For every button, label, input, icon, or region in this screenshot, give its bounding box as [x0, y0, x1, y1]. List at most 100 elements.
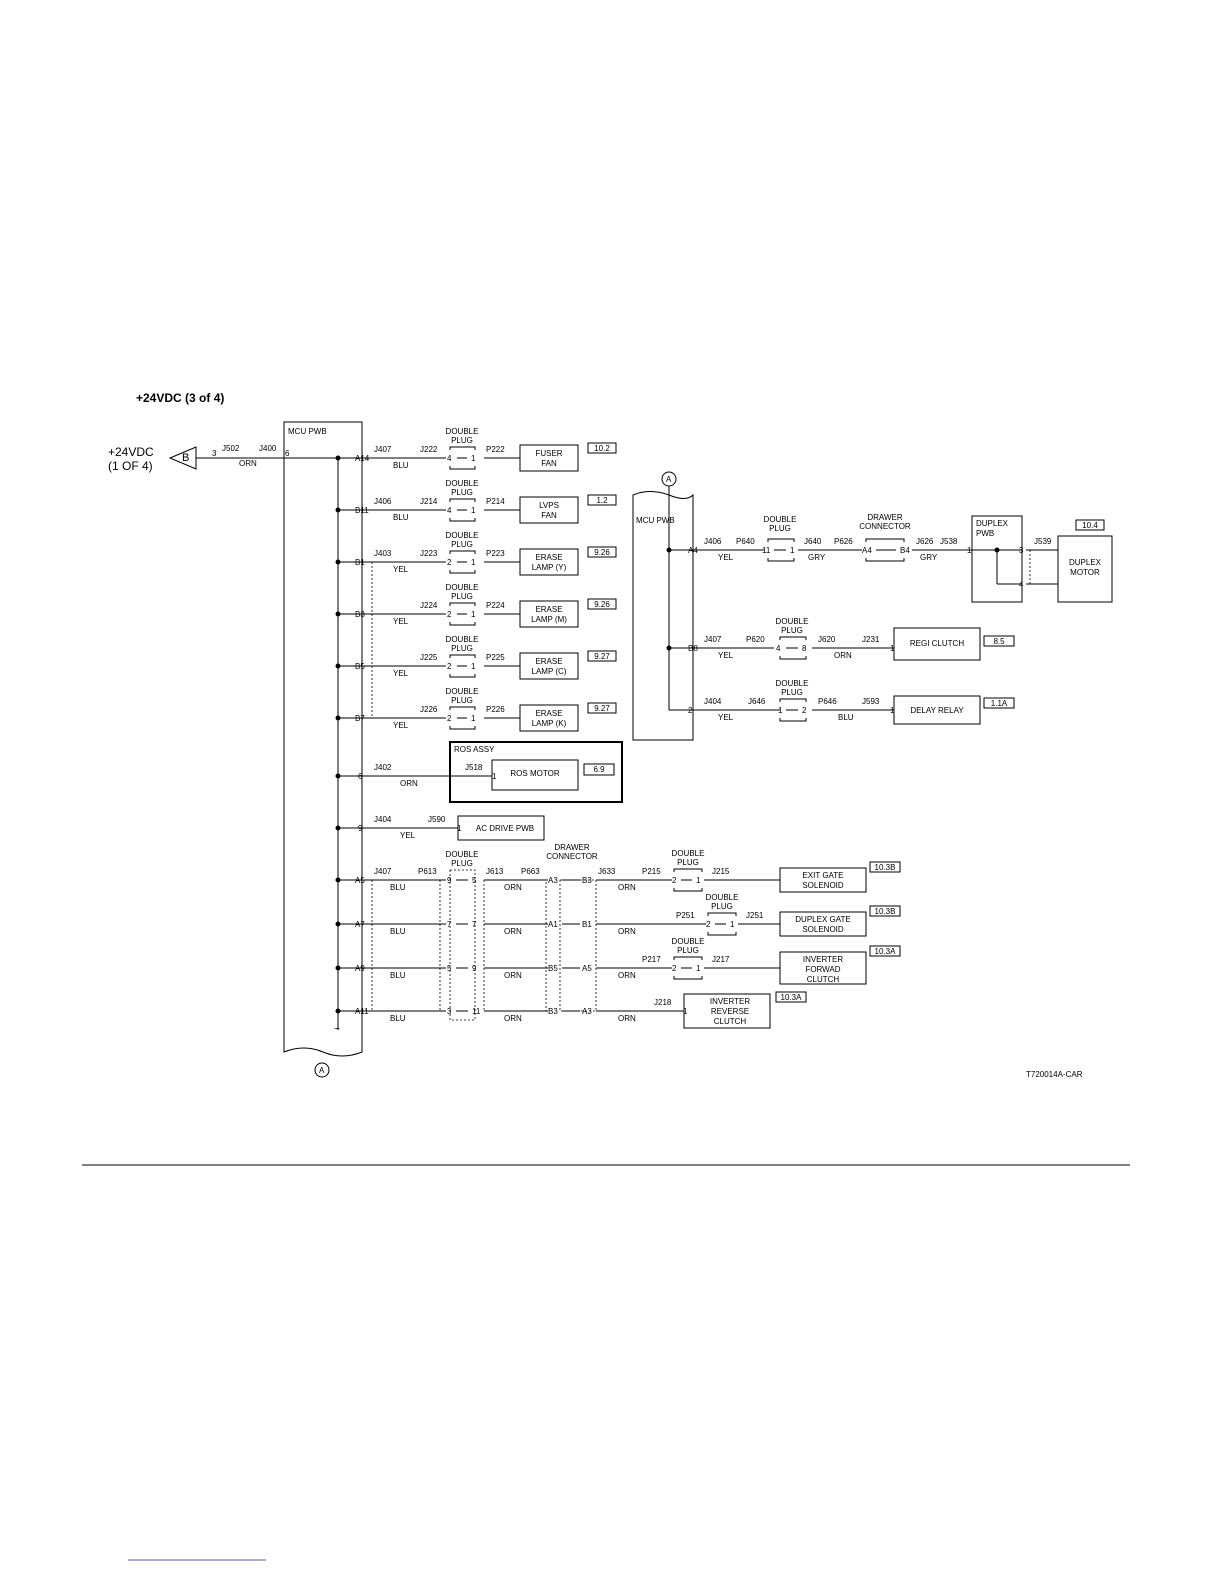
- source-color: ORN: [239, 459, 257, 468]
- lower-jack: J251: [746, 911, 764, 920]
- lower-component-line3: CLUTCH: [807, 975, 840, 984]
- lower-dc-out: B3: [582, 876, 592, 885]
- branch-component-box: [519, 444, 579, 472]
- branch-ref: 9.26: [594, 600, 610, 609]
- lower-dc-out: B1: [582, 920, 592, 929]
- lower-component-box: [779, 951, 867, 985]
- figure-id: T720014A-CAR: [1026, 1070, 1083, 1079]
- regi-dp-bracket-bottom: [779, 656, 807, 660]
- delay-dp-in: 1: [778, 706, 783, 715]
- branch-dp-pin-out: 1: [471, 610, 476, 619]
- lower-component-line2: SOLENOID: [802, 925, 844, 934]
- branch-dp-jack: J222: [420, 445, 438, 454]
- delay-p646: P646: [818, 697, 837, 706]
- branch-component-line2: LAMP (C): [532, 667, 567, 676]
- delay-jack: J404: [704, 697, 722, 706]
- branch-pin: B1: [355, 558, 365, 567]
- lower-dp-in: 5: [447, 964, 452, 973]
- delay-dp-bracket-bottom: [779, 718, 807, 722]
- regi-label: REGI CLUTCH: [910, 639, 964, 648]
- duplex-dp-label-1: DOUBLE: [764, 515, 797, 524]
- lower-ref-box: [869, 945, 901, 957]
- branch-dp-label-1: DOUBLE: [446, 531, 479, 540]
- duplex-pwb-pin1: 1: [967, 546, 972, 555]
- lower-dp-out: 7: [472, 920, 477, 929]
- branch-dp-label-2: PLUG: [451, 696, 473, 705]
- branch-dp-pin-out: 1: [471, 662, 476, 671]
- branch-plug: P214: [486, 497, 505, 506]
- delay-dp-label-1: DOUBLE: [776, 679, 809, 688]
- delay-j646: J646: [748, 697, 766, 706]
- duplex-dp-label-2: PLUG: [769, 524, 791, 533]
- branch-pin: A14: [355, 454, 370, 463]
- duplex-j539: J539: [1034, 537, 1052, 546]
- source-label-line1: +24VDC: [108, 445, 154, 459]
- branch-color: YEL: [393, 617, 409, 626]
- lower-ref: 10.3A: [781, 993, 803, 1002]
- branch-dp-jack: J214: [420, 497, 438, 506]
- ros-j518: J518: [465, 763, 483, 772]
- regi-j231: J231: [862, 635, 880, 644]
- lower-jack: J217: [712, 955, 730, 964]
- branch-dp-pin-in: 2: [447, 714, 452, 723]
- duplex-j626: J626: [916, 537, 934, 546]
- regi-color: YEL: [718, 651, 734, 660]
- duplex-pwb-pin3: 3: [1019, 546, 1024, 555]
- lower-component-box: [683, 993, 771, 1029]
- duplex-jack: J406: [704, 537, 722, 546]
- bus-break-mark: ~: [334, 1024, 340, 1035]
- lower-dp-in: 9: [447, 876, 452, 885]
- delay-j593: J593: [862, 697, 880, 706]
- branch-dp-pin-in: 2: [447, 610, 452, 619]
- branch-component-line1: FUSER: [535, 449, 562, 458]
- branch-jack: J406: [374, 497, 392, 506]
- lower-dc-label-1: DRAWER: [554, 843, 589, 852]
- branch-dp-bracket-bottom: [449, 674, 476, 678]
- branch-dp-jack: J224: [420, 601, 438, 610]
- duplex-pwb-label-1: DUPLEX: [976, 519, 1009, 528]
- lower-component-line1: EXIT GATE: [802, 871, 843, 880]
- branch-ref-box: [587, 598, 617, 610]
- lower-dp2-bracket-bottom: [673, 888, 703, 892]
- lower-color2: ORN: [504, 927, 522, 936]
- lower-component-line3: CLUTCH: [714, 1017, 747, 1026]
- delay-color: YEL: [718, 713, 734, 722]
- branch-dp-bracket-top: [449, 498, 476, 502]
- branch-dp-pin-out: 1: [471, 506, 476, 515]
- lower-dc-in: B5: [548, 964, 558, 973]
- ac-drive-color: YEL: [400, 831, 416, 840]
- lower-dp-in: 3: [447, 1007, 452, 1016]
- lower-dp2-label-2: PLUG: [711, 902, 733, 911]
- branch-component-box: [519, 704, 579, 732]
- branch-dp-pin-out: 1: [471, 558, 476, 567]
- duplex-p640: P640: [736, 537, 755, 546]
- lower-ref-box: [869, 905, 901, 917]
- lower-jack: J218: [654, 998, 672, 1007]
- branch-component-box: [519, 548, 579, 576]
- ros-jack: J402: [374, 763, 392, 772]
- branch-ref-box: [587, 494, 617, 506]
- lower-dc-in: A1: [548, 920, 558, 929]
- lower-ref: 10.3B: [875, 907, 896, 916]
- lower-dc-out: A5: [582, 964, 592, 973]
- lower-ref-box: [869, 861, 901, 873]
- right-mcu-label: MCU PWB: [636, 516, 675, 525]
- ros-ref: 6.9: [593, 765, 605, 774]
- duplex-pwb-pin4: 4: [1019, 580, 1024, 589]
- branch-component-line2: LAMP (Y): [532, 563, 567, 572]
- lower-j407: J407: [374, 867, 392, 876]
- duplex-dc-label-2: CONNECTOR: [859, 522, 911, 531]
- branch-dp-pin-in: 4: [447, 454, 452, 463]
- branch-component-line1: LVPS: [539, 501, 559, 510]
- branch-dp-label-2: PLUG: [451, 540, 473, 549]
- lower-j613: J613: [486, 867, 504, 876]
- delay-box: [893, 695, 981, 725]
- branch-dp-jack: J223: [420, 549, 438, 558]
- lower-dc-out: A3: [582, 1007, 592, 1016]
- branch-plug: P222: [486, 445, 505, 454]
- lower-color3: ORN: [618, 927, 636, 936]
